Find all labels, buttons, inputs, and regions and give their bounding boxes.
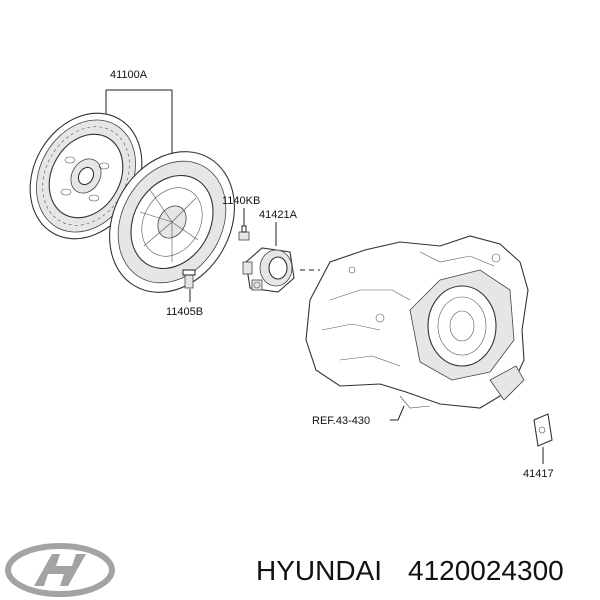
label-bolt-top: 1140KB bbox=[222, 195, 260, 207]
brand-name: HYUNDAI bbox=[256, 555, 382, 586]
label-release-bearing: 41421A bbox=[259, 209, 298, 221]
bolt-11405b bbox=[182, 269, 196, 289]
leader-ref-diagonal bbox=[397, 405, 405, 421]
label-plate: 41417 bbox=[523, 468, 554, 480]
pressure-plate bbox=[109, 151, 235, 293]
label-bolt-bottom: 11405B bbox=[166, 306, 203, 318]
label-clutch-kit: 41100A bbox=[110, 69, 148, 81]
plate-41417 bbox=[533, 413, 553, 447]
bolt-1140kb bbox=[238, 225, 250, 241]
label-transmission-ref: REF.43-430 bbox=[312, 415, 370, 427]
transmission-housing bbox=[305, 235, 529, 409]
part-number: 4120024300 bbox=[408, 555, 564, 586]
release-bearing bbox=[242, 247, 295, 293]
hyundai-logo bbox=[5, 543, 115, 597]
